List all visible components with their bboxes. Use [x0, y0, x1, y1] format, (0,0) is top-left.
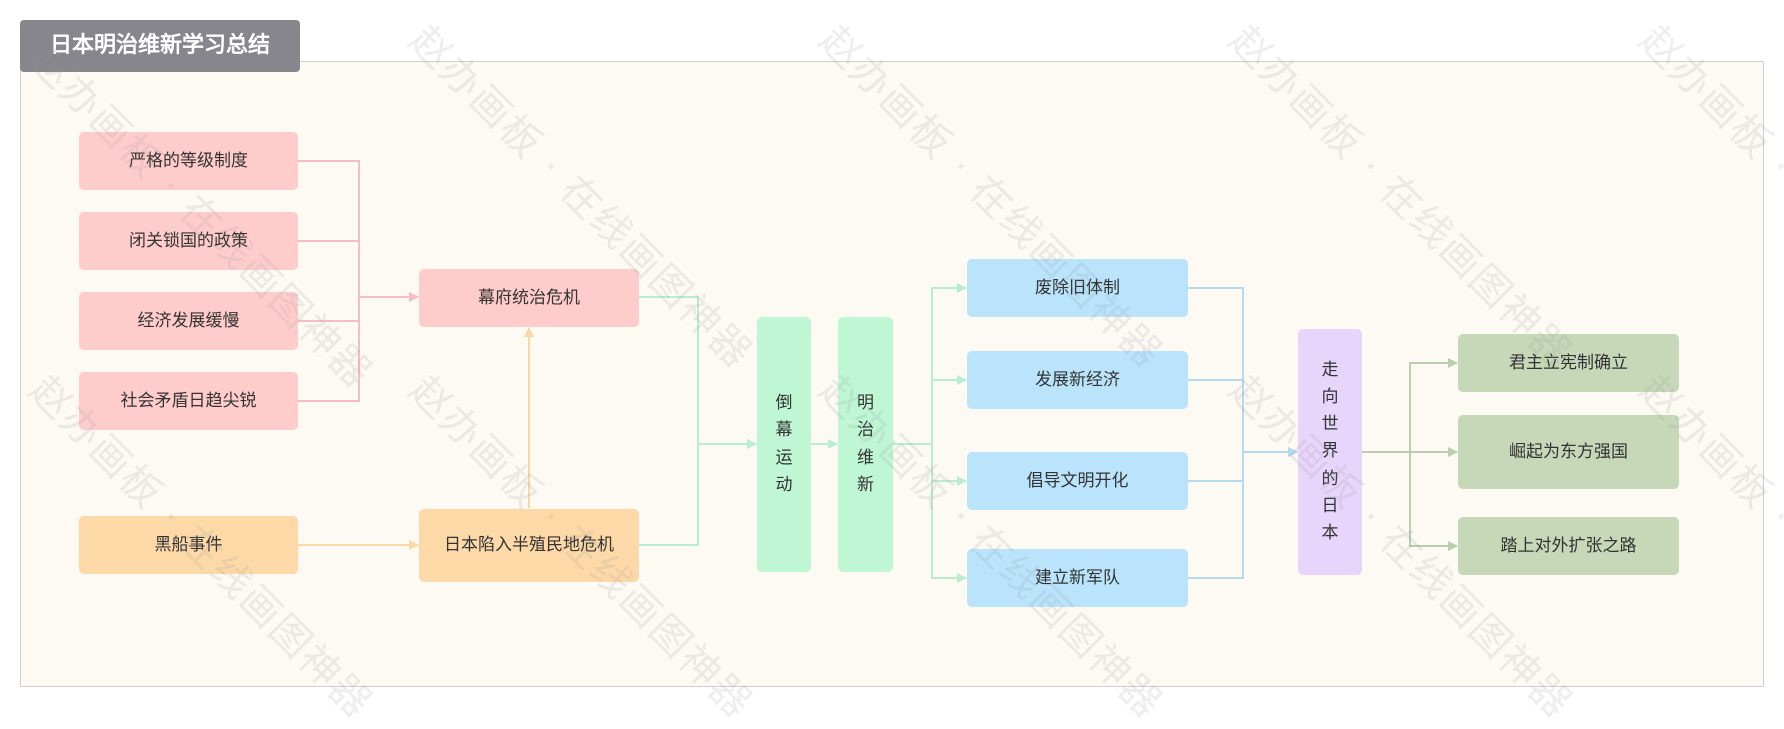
world-char: 界	[1321, 441, 1339, 462]
link-meiji-r3	[893, 443, 967, 486]
node-meiji-restoration[interactable]: 明 治 维 新	[838, 317, 893, 572]
node-result-power[interactable]: 崛起为东方强国	[1458, 415, 1679, 489]
link-r4-world	[1188, 447, 1298, 579]
link-cause-2	[298, 240, 419, 302]
meiji-char: 新	[857, 474, 874, 495]
link-meiji-r2	[893, 375, 967, 445]
link-world-res3	[1362, 451, 1458, 551]
node-cause-isolation[interactable]: 闭关锁国的政策	[79, 212, 298, 270]
world-char: 世	[1321, 414, 1339, 435]
world-char: 向	[1321, 387, 1339, 408]
world-char: 的	[1321, 468, 1339, 489]
node-reform-abolish[interactable]: 废除旧体制	[967, 259, 1188, 317]
overthrow-char: 幕	[775, 420, 793, 441]
meiji-char: 维	[857, 447, 874, 468]
world-char: 本	[1321, 522, 1339, 543]
link-crisis-overthrow	[639, 296, 757, 449]
world-char: 走	[1321, 359, 1339, 380]
node-result-expansion[interactable]: 踏上对外扩张之路	[1458, 517, 1679, 575]
node-reform-economy[interactable]: 发展新经济	[967, 351, 1188, 409]
node-overthrow-movement[interactable]: 倒 幕 运 动	[757, 317, 811, 572]
node-cause-conflict[interactable]: 社会矛盾日趋尖锐	[79, 372, 298, 430]
node-reform-civilization[interactable]: 倡导文明开化	[967, 452, 1188, 510]
node-shogunate-crisis[interactable]: 幕府统治危机	[419, 269, 639, 327]
link-world-res1	[1362, 358, 1458, 453]
meiji-char: 治	[857, 420, 874, 441]
node-world-japan[interactable]: 走 向 世 界 的 日 本	[1298, 329, 1362, 575]
link-meiji-r1	[893, 283, 967, 445]
connector-layer	[298, 160, 1458, 583]
link-r2-world	[1188, 379, 1298, 457]
node-reform-army[interactable]: 建立新军队	[967, 549, 1188, 607]
overthrow-char: 动	[775, 474, 793, 495]
meiji-char: 明	[857, 393, 874, 414]
link-meiji-r4	[893, 443, 967, 583]
diagram-title: 日本明治维新学习总结	[20, 20, 301, 72]
overthrow-char: 运	[775, 447, 793, 468]
link-semicolony-overthrow	[639, 439, 757, 546]
link-cause-4	[298, 292, 419, 402]
node-result-constitution[interactable]: 君主立宪制确立	[1458, 334, 1679, 392]
node-cause-economy[interactable]: 经济发展缓慢	[79, 292, 298, 350]
world-char: 日	[1321, 495, 1339, 516]
overthrow-char: 倒	[775, 393, 793, 414]
node-semi-colony-crisis[interactable]: 日本陷入半殖民地危机	[419, 509, 639, 582]
node-black-ships[interactable]: 黑船事件	[79, 516, 298, 574]
node-cause-hierarchy[interactable]: 严格的等级制度	[79, 132, 298, 190]
